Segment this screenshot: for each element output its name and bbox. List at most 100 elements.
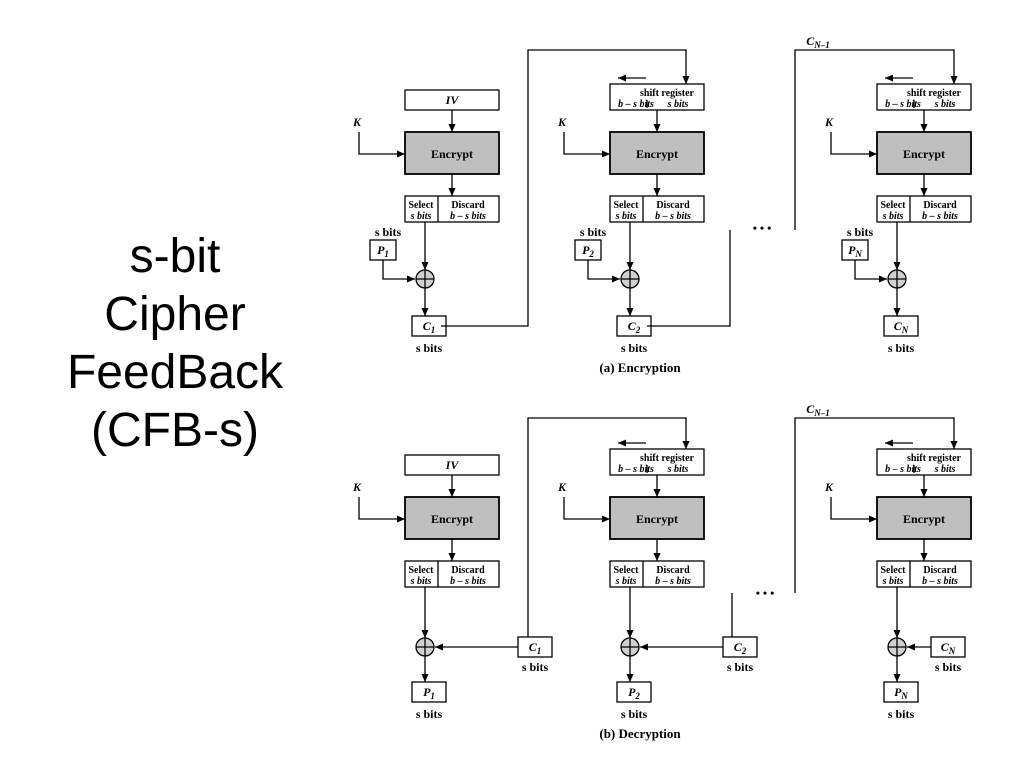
shift-register-label: shift register (907, 453, 962, 464)
plaintext-label: P1 (377, 243, 389, 259)
select-label: Select (881, 200, 907, 211)
plaintext-to-xor (587, 260, 620, 283)
ciphertext-label: C1 (423, 319, 436, 335)
ciphertext-box (883, 315, 919, 337)
slide-title: s-bit Cipher FeedBack (CFB-s) (40, 228, 310, 460)
s-bits-label: s bits (375, 225, 402, 239)
s-bits-label: s bits (621, 707, 648, 721)
select-bits-label: s bits (615, 211, 637, 222)
title-line-3: FeedBack (66, 346, 284, 399)
select-label: Select (409, 565, 435, 576)
encryption-caption: (a) Encryption (599, 360, 681, 375)
ciphertext-label: C2 (628, 319, 641, 335)
plaintext-box (883, 681, 919, 703)
feedback-cn1-line (794, 49, 958, 230)
select-discard-box (609, 195, 705, 223)
encrypt-box (404, 496, 500, 540)
xor-symbol (620, 637, 640, 657)
s-bits-label: s bits (416, 707, 443, 721)
shift-register-box (876, 448, 972, 476)
shift-register-left: b – s bits (885, 99, 921, 110)
discard-bits-label: b – s bits (655, 211, 691, 222)
select-bits-label: s bits (615, 576, 637, 587)
encrypt-box (876, 131, 972, 175)
encrypt-label: Encrypt (903, 512, 945, 526)
encrypt-box (609, 131, 705, 175)
ciphertext-label: C1 (529, 640, 542, 656)
encrypt-label: Encrypt (903, 147, 945, 161)
feedback-c1-line (527, 417, 690, 637)
decryption-caption: (b) Decryption (599, 726, 681, 741)
plaintext-to-xor (854, 260, 887, 283)
s-bits-label: s bits (888, 341, 915, 355)
discard-bits-label: b – s bits (655, 576, 691, 587)
key-arrow (358, 132, 405, 158)
select-label: Select (614, 200, 640, 211)
select-label: Select (409, 200, 435, 211)
discard-bits-label: b – s bits (922, 576, 958, 587)
select-discard-box (404, 195, 500, 223)
plaintext-box (616, 681, 652, 703)
c-prev-label: CN–1 (806, 402, 830, 418)
encrypt-label: Encrypt (636, 512, 678, 526)
ellipsis-dots: • • • (753, 221, 772, 235)
s-bits-label: s bits (847, 225, 874, 239)
encrypt-box (609, 496, 705, 540)
s-bits-label: s bits (416, 341, 443, 355)
discard-bits-label: b – s bits (450, 211, 486, 222)
key-label: K (352, 115, 362, 129)
shift-register-left: b – s bits (618, 99, 654, 110)
encrypt-label: Encrypt (431, 512, 473, 526)
shift-register-left: b – s bits (618, 464, 654, 475)
discard-label: Discard (451, 565, 485, 576)
s-bits-label: s bits (580, 225, 607, 239)
select-bits-label: s bits (882, 576, 904, 587)
key-label: K (824, 480, 834, 494)
xor-symbol (887, 269, 907, 289)
select-label: Select (881, 565, 907, 576)
encrypt-box (876, 496, 972, 540)
discard-label: Discard (923, 200, 957, 211)
discard-label: Discard (656, 200, 690, 211)
plaintext-label: P1 (423, 685, 435, 701)
select-discard-box (876, 560, 972, 588)
select-discard-box (876, 195, 972, 223)
shift-register-right: s bits (667, 464, 689, 475)
select-bits-label: s bits (410, 211, 432, 222)
shift-register-right: s bits (934, 464, 956, 475)
plaintext-label: PN (848, 243, 862, 259)
select-discard-box (609, 560, 705, 588)
select-discard-box (404, 560, 500, 588)
iv-label: IV (445, 458, 460, 472)
ellipsis-dots: • • • (756, 586, 775, 600)
c-prev-label: CN–1 (806, 34, 830, 50)
shift-register-left: b – s bits (885, 464, 921, 475)
shift-register-label: shift register (907, 88, 962, 99)
feedback-c1-line (441, 49, 690, 327)
s-bits-label: s bits (935, 660, 962, 674)
plaintext-box (411, 681, 447, 703)
xor-symbol (620, 269, 640, 289)
select-label: Select (614, 565, 640, 576)
key-label: K (824, 115, 834, 129)
title-line-1: s-bit (129, 230, 221, 283)
title-line-4: (CFB-s) (91, 404, 259, 457)
plaintext-label: P2 (582, 243, 594, 259)
s-bits-label: s bits (522, 660, 549, 674)
s-bits-label: s bits (888, 707, 915, 721)
key-arrow (830, 132, 877, 158)
discard-bits-label: b – s bits (922, 211, 958, 222)
iv-label: IV (445, 93, 460, 107)
plaintext-label: P2 (628, 685, 640, 701)
shift-register-label: shift register (640, 88, 695, 99)
shift-register-box (876, 83, 972, 111)
key-arrow (358, 497, 405, 523)
discard-label: Discard (656, 565, 690, 576)
title-line-2: Cipher (104, 288, 246, 341)
key-arrow (830, 497, 877, 523)
key-arrow (563, 132, 610, 158)
ciphertext-label: CN (894, 319, 909, 335)
shift-register-label: shift register (640, 453, 695, 464)
ciphertext-label: CN (941, 640, 956, 656)
